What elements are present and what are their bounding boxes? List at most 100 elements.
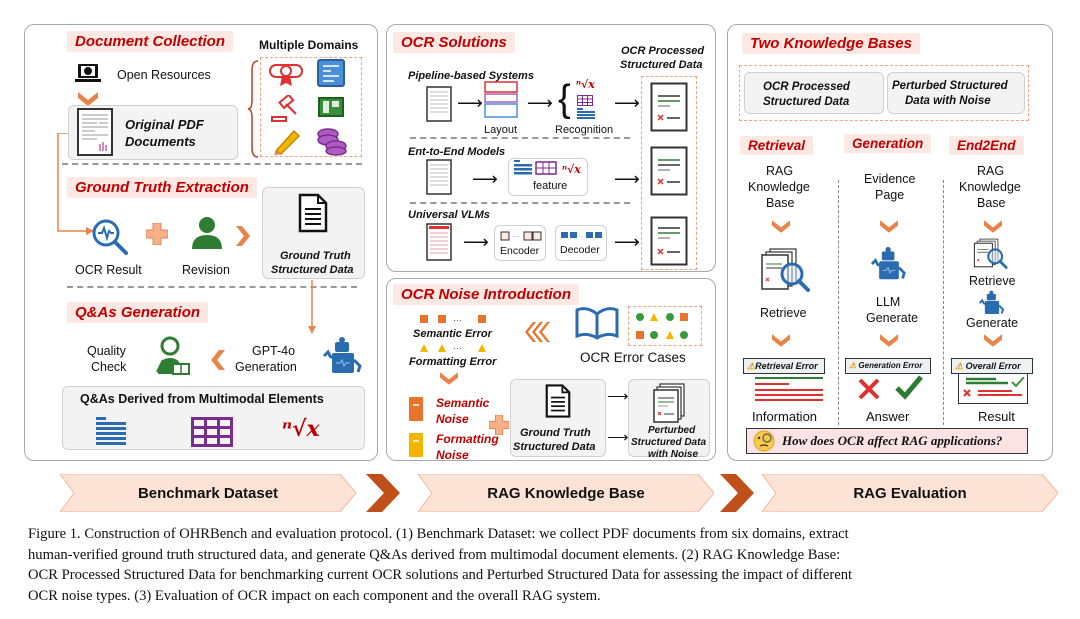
page-icon <box>426 86 452 122</box>
page-icon <box>426 159 452 195</box>
arrow-right: ⟶ <box>607 388 629 405</box>
svg-text:··: ·· <box>578 233 583 239</box>
decoder-label: Decoder <box>560 244 600 256</box>
caption-line: OCR noise types. (3) Evaluation of OCR i… <box>28 587 601 604</box>
ocr-output-doc-icon <box>650 82 688 132</box>
recognition-label: Recognition <box>555 124 614 136</box>
retrieval-input-line2: Knowledge <box>748 180 810 194</box>
chevron-down-icon <box>984 334 1002 347</box>
encoder-box <box>494 225 546 261</box>
answer-label: Answer <box>866 409 910 424</box>
gavel-icon <box>271 95 297 122</box>
perturbed-line1: Perturbed <box>648 425 696 436</box>
svg-text:···: ··· <box>512 232 520 241</box>
arrow-right: ⟶ <box>472 169 498 189</box>
chevron-down-icon <box>984 220 1002 233</box>
qa-multimodal-title: Q&As Derived from Multimodal Elements <box>80 392 324 406</box>
kb-perturbed <box>887 72 1025 114</box>
section-divider <box>410 137 630 139</box>
error-cases-marks <box>636 313 688 339</box>
coins-icon <box>317 128 347 156</box>
information-lines-icon <box>755 377 823 401</box>
information-label: Information <box>752 409 818 424</box>
page-red-icon <box>426 223 452 261</box>
formula-icon: ⁿ√x <box>282 416 320 442</box>
end2end-retrieve-label: Retrieve <box>969 274 1016 288</box>
stage-benchmark-label: Benchmark Dataset <box>137 484 279 502</box>
chevron-down-icon <box>772 220 790 233</box>
stage-evaluation-shape <box>762 474 1058 512</box>
formatting-error-marks: ··· <box>420 343 486 353</box>
two-knowledge-bases-title: Two Knowledge Bases <box>742 33 920 54</box>
decoder-box <box>555 225 607 261</box>
chevron-down-icon <box>440 372 458 385</box>
feature-label: feature <box>533 180 568 192</box>
stage-evaluation: RAG Evaluation <box>762 474 1058 512</box>
gt-structured-line1: Ground Truth <box>280 250 351 262</box>
caption-line: human-verified ground truth structured d… <box>28 546 841 563</box>
llm-label: LLM <box>876 295 901 309</box>
retrieve-label: Retrieve <box>760 306 807 320</box>
question-text: How does OCR affect RAG applications? <box>782 433 1003 448</box>
feature-icons: ⁿ√x <box>514 160 581 176</box>
section-divider <box>62 163 362 165</box>
caption-line: Figure 1. Construction of OHRBench and e… <box>28 526 849 542</box>
result-lines-icon <box>963 377 1025 397</box>
retrieval-input-line1: RAG <box>766 164 794 178</box>
column-divider <box>838 180 839 425</box>
plus-icon <box>489 415 509 435</box>
pdf-document-icon <box>77 108 113 156</box>
end2end-input-line1: RAG <box>977 164 1005 178</box>
kb-ocr-processed <box>744 72 884 114</box>
semantic-noise-line2: Noise <box>436 412 469 426</box>
yellow-book-icon <box>409 433 423 457</box>
robot-icon <box>870 246 906 280</box>
retrieval-title: Retrieval <box>740 136 814 155</box>
thinking-face-icon <box>753 430 775 452</box>
ocr-noise-title: OCR Noise Introduction <box>393 284 579 305</box>
person-icon <box>192 217 222 249</box>
triple-chevron-left-icon <box>525 322 550 342</box>
generation-error-badge: ⚠ Generation Error <box>845 358 931 374</box>
brace-glyph: { <box>558 78 571 120</box>
kb1-line2: Structured Data <box>763 96 850 108</box>
error-cases-box <box>628 306 702 346</box>
arrow-right: ⟶ <box>614 169 640 189</box>
figure-caption: Figure 1. Construction of OHRBench and e… <box>28 524 1058 606</box>
formula-small-icon: ⁿ√x <box>576 78 595 91</box>
overall-error-label: Overall Error <box>965 361 1021 371</box>
chevron-right-icon <box>236 226 250 246</box>
newspaper-icon <box>317 59 345 87</box>
arrow-right: ⟶ <box>463 232 489 252</box>
end2end-generate-label: Generate <box>966 316 1019 330</box>
retrieval-error-label: Retrieval Error <box>755 361 818 371</box>
arrow-right: ⟶ <box>607 429 629 446</box>
arrow-right: ⟶ <box>457 93 483 113</box>
arrow-right: ⟶ <box>527 93 553 113</box>
chevron-left-icon <box>211 350 225 370</box>
brace-icon <box>247 60 259 158</box>
multiple-domains-label: Multiple Domains <box>259 38 359 52</box>
chevron-down-icon <box>880 220 898 233</box>
stage-chevron-icon <box>366 474 400 512</box>
gpt-generation-line1: GPT-4o <box>252 344 296 358</box>
ocr-search-icon <box>92 219 128 255</box>
retrieval-error-badge: ⚠Retrieval Error <box>743 358 825 374</box>
svg-text:ⁿ√x: ⁿ√x <box>562 163 581 176</box>
question-banner <box>746 428 1028 454</box>
cross-icon <box>858 378 880 400</box>
result-label: Result <box>978 409 1015 424</box>
text-small-icon <box>577 108 595 119</box>
orange-book-icon <box>409 397 423 421</box>
encoder-icon: ··· <box>500 231 542 241</box>
gt-structured-line2: Structured Data <box>271 264 354 276</box>
generation-error-label: Generation Error <box>858 361 923 370</box>
ground-truth-extraction-title: Ground Truth Extraction <box>67 177 257 198</box>
qa-generation-title: Q&As Generation <box>67 302 209 323</box>
retrieve-docs-icon <box>761 248 810 292</box>
open-resources-label: Open Resources <box>117 68 211 82</box>
formatting-error-label: Formatting Error <box>409 356 497 368</box>
svg-text:···: ··· <box>453 315 462 325</box>
generation-title: Generation <box>844 134 932 153</box>
chevron-down-icon <box>880 334 898 347</box>
